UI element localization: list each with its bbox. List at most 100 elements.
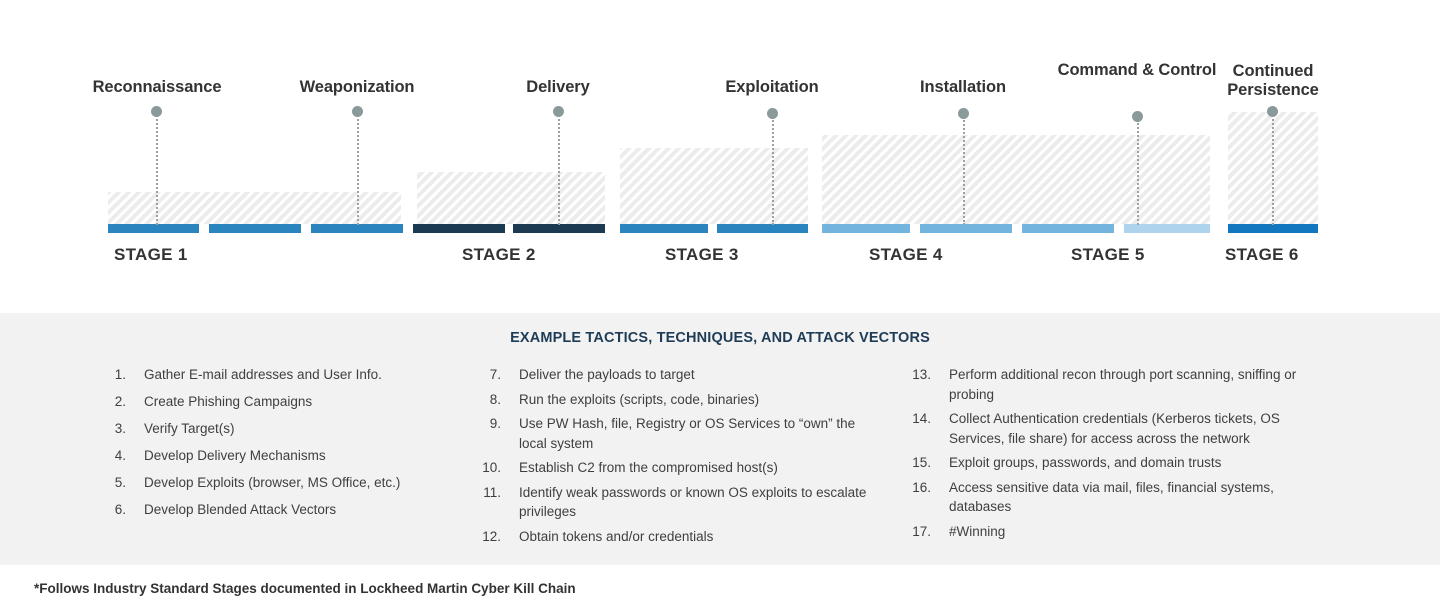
marker-line-reconnaissance: [156, 115, 158, 225]
list-item: 14. Collect Authentication credentials (…: [905, 409, 1305, 448]
list-item-text: #Winning: [949, 523, 1006, 539]
list-item: 5. Develop Exploits (browser, MS Office,…: [100, 473, 460, 493]
bar-segment-stage2-first: [413, 224, 505, 233]
list-item-number: 6.: [114, 502, 126, 518]
phase-label-reconnaissance: Reconnaissance: [92, 78, 222, 96]
bar-segment-stage3-first: [620, 224, 708, 233]
list-item-number: 3.: [114, 421, 126, 437]
bar-segment-continued-persistence: [1228, 224, 1318, 233]
list-item-text: Exploit groups, passwords, and domain tr…: [949, 455, 1222, 471]
list-item: 3. Verify Target(s): [100, 419, 460, 439]
panel-title: EXAMPLE TACTICS, TECHNIQUES, AND ATTACK …: [510, 330, 930, 346]
list-item: 2. Create Phishing Campaigns: [100, 392, 460, 412]
marker-dot-weaponization: [352, 106, 363, 117]
stage-label-4: STAGE 4: [869, 245, 943, 264]
list-item: 7. Deliver the payloads to target: [475, 365, 875, 385]
list-item-text: Develop Delivery Mechanisms: [144, 448, 326, 464]
list-item: 8. Run the exploits (scripts, code, bina…: [475, 390, 875, 410]
tactics-column-3: 13. Perform additional recon through por…: [905, 365, 1305, 547]
stage-label-2: STAGE 2: [462, 245, 536, 264]
list-item-number: 2.: [114, 394, 126, 410]
phase-label-continued-persistence: Continued Persistence: [1227, 62, 1319, 99]
stage-label-1: STAGE 1: [114, 245, 188, 264]
phase-label-weaponization: Weaponization: [299, 78, 415, 96]
bar-segment-stage5-first: [1022, 224, 1114, 233]
list-item-number: 16.: [912, 479, 931, 495]
list-item: 11. Identify weak passwords or known OS …: [475, 483, 875, 522]
list-item-text: Establish C2 from the compromised host(s…: [519, 460, 778, 476]
phase-label-installation: Installation: [920, 78, 1006, 96]
list-item: 12. Obtain tokens and/or credentials: [475, 527, 875, 547]
list-item-text: Deliver the payloads to target: [519, 367, 695, 382]
phase-label-command-control: Command & Control: [1057, 61, 1217, 79]
marker-line-exploitation: [772, 117, 774, 225]
bar-segment-weaponization: [311, 224, 403, 233]
list-item: 15. Exploit groups, passwords, and domai…: [905, 453, 1305, 473]
marker-dot-exploitation: [767, 108, 778, 119]
marker-dot-continued-persistence: [1267, 106, 1278, 117]
list-item-text: Identify weak passwords or known OS expl…: [519, 484, 867, 520]
list-item-number: 5.: [114, 475, 126, 491]
list-item: 4. Develop Delivery Mechanisms: [100, 446, 460, 466]
bar-segment-stage4-first: [822, 224, 910, 233]
marker-dot-command-control: [1132, 111, 1143, 122]
hatch-box-stage-2: [417, 172, 605, 224]
list-item: 16. Access sensitive data via mail, file…: [905, 478, 1305, 517]
list-item-number: 14.: [912, 411, 931, 427]
list-item: 17. #Winning: [905, 522, 1305, 542]
marker-line-weaponization: [357, 115, 359, 225]
bar-segment-stage1-mid: [209, 224, 301, 233]
list-item-text: Develop Blended Attack Vectors: [144, 502, 337, 518]
bar-segment-delivery: [513, 224, 605, 233]
list-item: 10. Establish C2 from the compromised ho…: [475, 458, 875, 478]
kill-chain-diagram: Reconnaissance Weaponization Delivery Ex…: [92, 61, 1319, 264]
list-item-text: Collect Authentication credentials (Kerb…: [949, 411, 1280, 446]
list-item-text: Develop Exploits (browser, MS Office, et…: [144, 475, 401, 491]
list-item-number: 9.: [489, 416, 501, 432]
stage-label-6: STAGE 6: [1225, 245, 1299, 264]
hatch-box-stage-3: [620, 148, 808, 224]
list-item-number: 12.: [482, 528, 501, 544]
tactics-panel: EXAMPLE TACTICS, TECHNIQUES, AND ATTACK …: [0, 313, 1440, 565]
marker-line-continued-persistence: [1272, 119, 1274, 225]
bar-segment-installation: [920, 224, 1012, 233]
phase-label-delivery: Delivery: [526, 78, 590, 96]
list-item: 6. Develop Blended Attack Vectors: [100, 500, 460, 520]
list-item-number: 8.: [489, 391, 501, 407]
list-item-text: Run the exploits (scripts, code, binarie…: [519, 391, 760, 407]
phase-label-exploitation: Exploitation: [725, 78, 819, 96]
list-item-number: 13.: [912, 367, 931, 382]
bar-segment-reconnaissance: [108, 224, 199, 233]
footnote: *Follows Industry Standard Stages docume…: [34, 581, 576, 596]
list-item-text: Verify Target(s): [144, 421, 235, 437]
marker-line-installation: [963, 117, 965, 225]
list-item: 1. Gather E-mail addresses and User Info…: [100, 365, 460, 385]
list-item-text: Use PW Hash, file, Registry or OS Servic…: [519, 416, 856, 451]
tactics-column-2: 7. Deliver the payloads to target 8. Run…: [475, 365, 875, 552]
marker-dot-installation: [958, 108, 969, 119]
list-item-number: 17.: [912, 523, 931, 539]
list-item-number: 4.: [114, 448, 126, 464]
list-item-text: Gather E-mail addresses and User Info.: [144, 367, 382, 382]
list-item: 13. Perform additional recon through por…: [905, 365, 1305, 404]
marker-dot-delivery: [553, 106, 564, 117]
stage-label-3: STAGE 3: [665, 245, 739, 264]
list-item-text: Create Phishing Campaigns: [144, 394, 313, 410]
list-item-text: Perform additional recon through port sc…: [949, 367, 1297, 402]
list-item-number: 10.: [482, 460, 501, 476]
marker-line-delivery: [558, 115, 560, 225]
list-item-number: 15.: [912, 455, 931, 471]
stage-label-5: STAGE 5: [1071, 245, 1145, 264]
hatch-box-stage-4-5: [822, 135, 1210, 224]
marker-dot-reconnaissance: [151, 106, 162, 117]
list-item-number: 7.: [489, 367, 501, 382]
bar-segment-command-control: [1124, 224, 1210, 233]
tactics-column-1: 1. Gather E-mail addresses and User Info…: [100, 365, 460, 527]
marker-line-command-control: [1137, 120, 1139, 225]
bar-segment-exploitation: [717, 224, 808, 233]
list-item-text: Obtain tokens and/or credentials: [519, 528, 714, 544]
list-item-number: 11.: [483, 484, 501, 500]
list-item-number: 1.: [114, 367, 126, 382]
list-item: 9. Use PW Hash, file, Registry or OS Ser…: [475, 414, 875, 453]
list-item-text: Access sensitive data via mail, files, f…: [949, 479, 1274, 515]
